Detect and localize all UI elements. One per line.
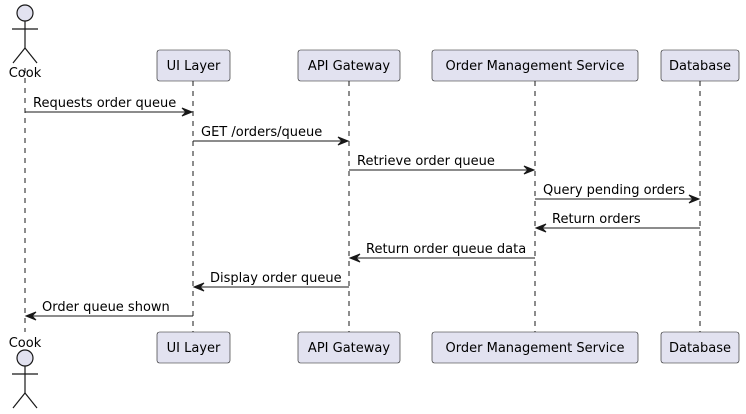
top-participant-box-api [297,49,401,82]
message-label: Display order queue [210,271,342,286]
top-participant-box-oms [431,49,639,82]
message-arrowhead [181,107,194,117]
top-participant-api: API Gateway [297,49,401,82]
bottom-participant-ui: UI Layer [156,331,231,364]
top-participant-db: Database [660,49,740,82]
bottom-participant-oms: Order Management Service [431,331,639,364]
top-cook-actor-leg-right [24,47,38,64]
bottom-participant-box-api [297,331,401,364]
message-6: Return order queue data [348,242,535,263]
message-arrowhead [523,165,536,175]
message-2: GET /orders/queue [193,125,350,146]
bottom-participant-label-oms: Order Management Service [446,341,625,356]
message-8: Order queue shown [24,300,193,321]
top-cook-actor-figure [12,4,38,64]
bottom-cook-actor-figure [12,349,38,409]
top-participant-label-ui: UI Layer [167,59,221,74]
message-7: Display order queue [192,271,349,292]
message-arrowhead [192,282,205,292]
message-4: Query pending orders [535,183,701,204]
bottom-participant-label-ui: UI Layer [167,341,221,356]
message-label: Order queue shown [42,300,170,315]
message-label: Query pending orders [543,183,685,198]
message-label: Return order queue data [366,242,526,257]
message-label: Return orders [552,212,641,227]
message-arrowhead [337,136,350,146]
top-cook-actor-label: Cook [9,66,42,81]
bottom-cook-actor-head [16,349,34,367]
top-participant-ui: UI Layer [156,49,231,82]
bottom-cook-actor-leg-left [12,392,26,409]
message-arrowhead [534,223,547,233]
top-participant-oms: Order Management Service [431,49,639,82]
message-label: GET /orders/queue [201,125,322,140]
message-arrowhead [688,194,701,204]
message-arrowhead [24,311,37,321]
message-label: Requests order queue [33,96,176,111]
bottom-participant-label-api: API Gateway [308,341,390,356]
bottom-participant-box-db [660,331,740,364]
bottom-participant-box-ui [156,331,231,364]
top-participant-box-ui [156,49,231,82]
top-cook-actor-head [16,4,34,22]
top-participant-label-oms: Order Management Service [446,59,625,74]
top-participant-label-db: Database [669,59,731,74]
bottom-participant-box-oms [431,331,639,364]
bottom-participant-label-db: Database [669,341,731,356]
bottom-cook-actor-label: Cook [9,336,42,351]
message-5: Return orders [534,212,700,233]
top-participant-box-db [660,49,740,82]
message-label: Retrieve order queue [357,154,495,169]
top-cook-actor-leg-left [12,47,26,64]
bottom-participant-db: Database [660,331,740,364]
bottom-cook-actor-leg-right [24,392,38,409]
top-participant-label-api: API Gateway [308,59,390,74]
message-arrowhead [348,253,361,263]
message-3: Retrieve order queue [349,154,536,175]
bottom-participant-api: API Gateway [297,331,401,364]
message-1: Requests order queue [25,96,194,117]
